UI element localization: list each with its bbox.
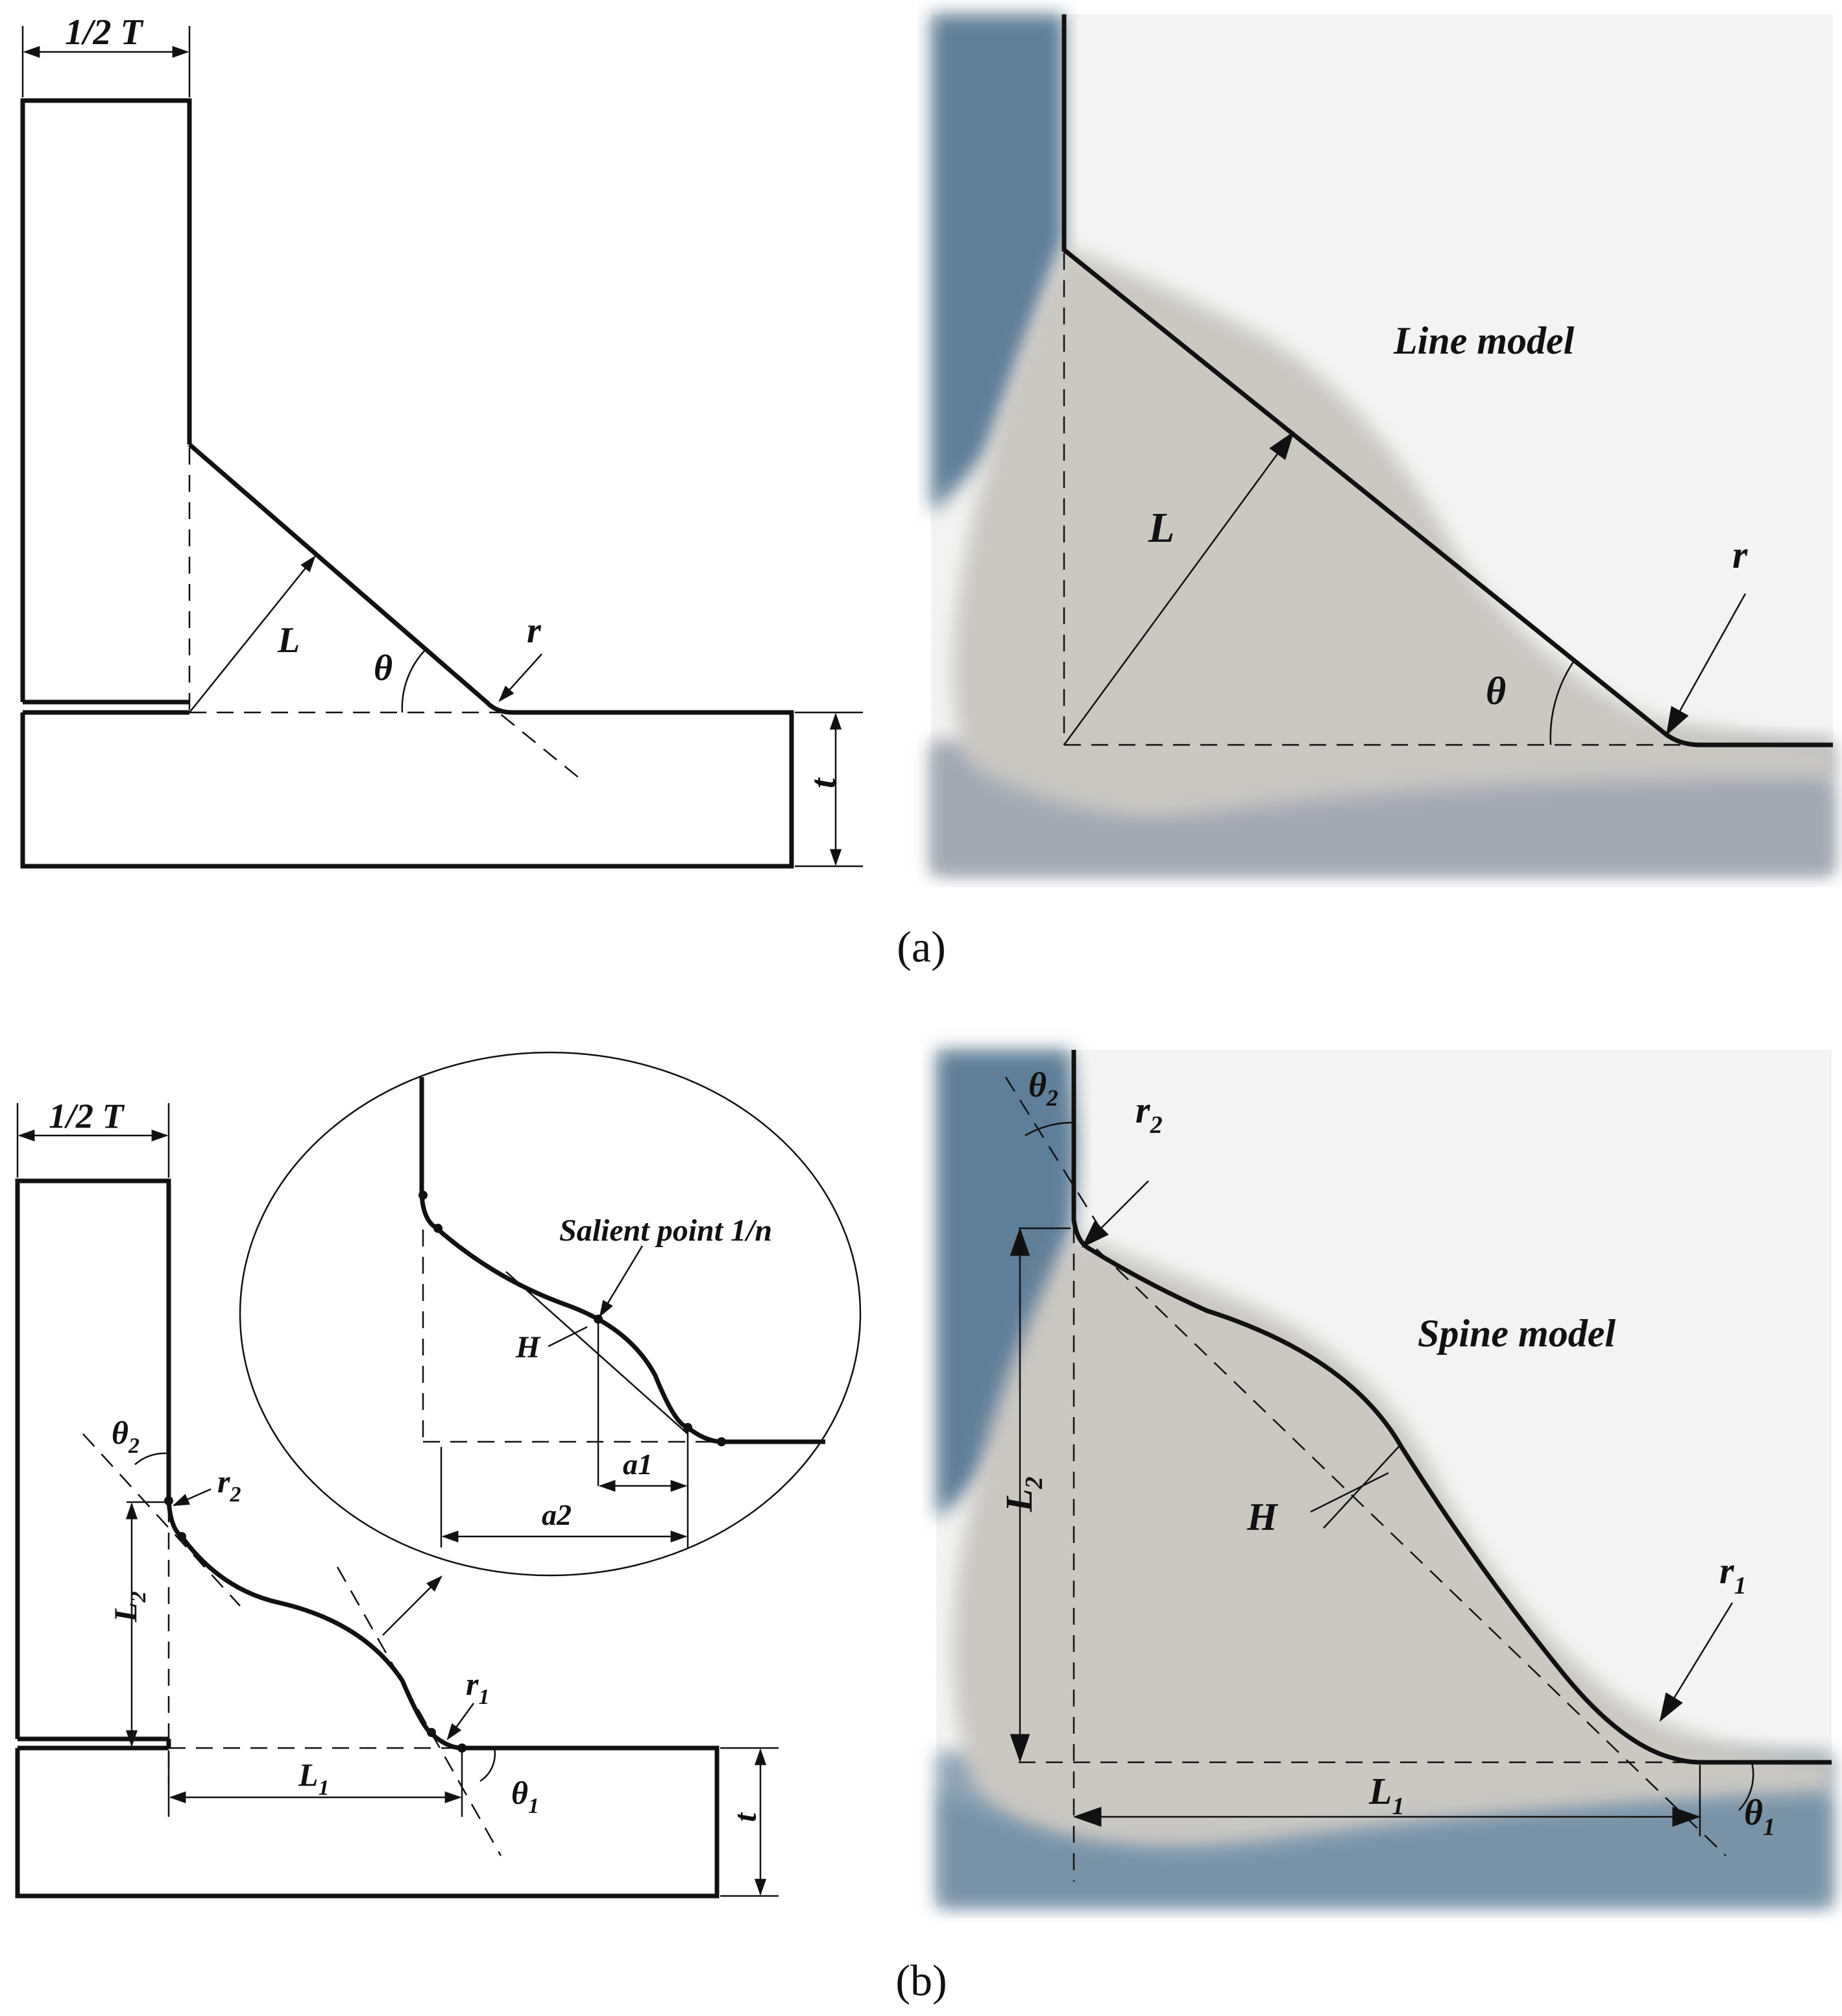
label-toe-radius: r [527,611,542,651]
panel-a-photo: Line model L θ r [931,14,1833,874]
label-photo-radius1: r1 [1719,1549,1747,1599]
panel-a-schematic: 1/2 T L θ r t [20,12,863,869]
label-plate-thickness: t [803,777,843,788]
caption-a: (a) [897,922,945,971]
label-photo-angle1: θ1 [1744,1793,1775,1841]
label-inset-height: H [515,1330,541,1365]
label-b-angle2: θ2 [112,1415,139,1458]
label-photo-radius: r [1732,533,1748,576]
label-weld-length: L [277,620,300,661]
label-b-plate-thickness: t [727,1812,763,1822]
label-b-radius1: r1 [466,1666,489,1709]
weld-bead [952,247,1833,823]
panel-b-schematic: 1/2 T θ2 r2 L2 L1 r1 θ1 t Salient point … [15,1051,862,1899]
label-photo-angle2: θ2 [1028,1065,1058,1111]
panel-b-photo: Spine model θ2 r2 L2 H r1 L1 θ1 [936,1050,1832,1906]
label-photo-radius2: r2 [1135,1089,1163,1139]
label-half-thickness: 1/2 T [65,12,145,53]
label-spine-model: Spine model [1418,1312,1616,1355]
caption-b: (b) [895,1956,947,2005]
label-weld-angle: θ [374,648,393,688]
base-metal-vertical [931,14,1064,513]
label-b-leg1: L1 [298,1756,330,1800]
label-photo-leg1: L1 [1368,1770,1404,1820]
label-photo-length: L [1148,504,1174,552]
label-b-half-thickness: 1/2 T [49,1097,125,1136]
label-line-model: Line model [1393,319,1575,362]
label-photo-angle: θ [1486,670,1506,712]
label-b-radius2: r2 [217,1463,241,1507]
label-photo-leg2: L2 [998,1477,1048,1512]
base-metal-vertical-b [936,1050,1077,1518]
label-a2: a2 [542,1498,572,1531]
label-b-angle1: θ1 [511,1775,539,1818]
label-photo-height: H [1246,1496,1279,1538]
zoom-inset [239,1051,862,1577]
label-b-leg2: L2 [107,1591,151,1623]
label-a1: a1 [623,1448,653,1481]
weld-bead-b [952,1233,1832,1847]
label-salient-point: Salient point 1/n [559,1213,772,1248]
